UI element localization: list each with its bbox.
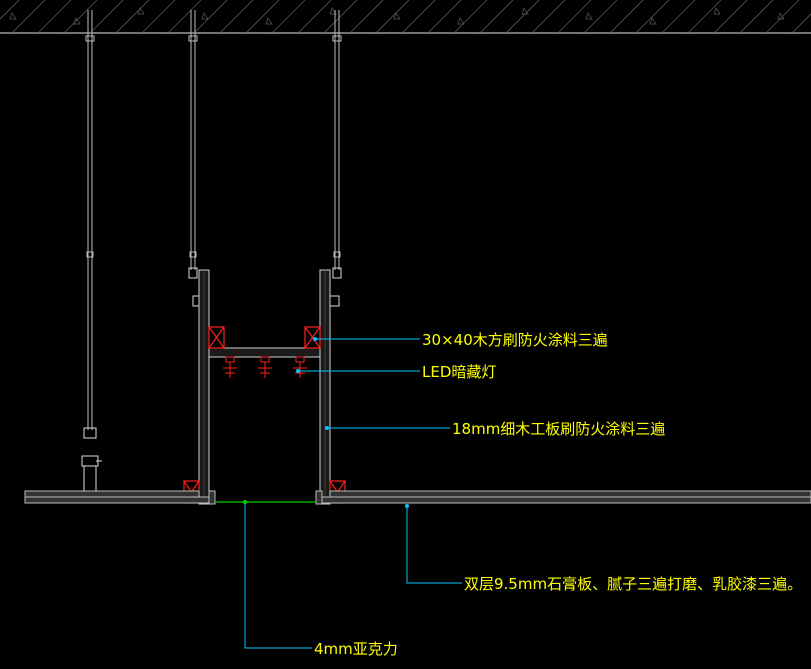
slab-hatch-line (245, 0, 280, 34)
slab-aggregate-mark (329, 7, 337, 15)
slab-hatch-line (635, 0, 670, 34)
slab-hatch-line (583, 0, 618, 34)
slab-hatch-line (557, 0, 592, 34)
slab-hatch-line (63, 0, 98, 34)
leader-lines (244, 338, 462, 649)
led-light-fixtures (223, 356, 307, 378)
slab-hatch-line (89, 0, 124, 34)
led-light-1 (223, 356, 237, 378)
slab-hatch-line (11, 0, 46, 34)
slab-hatch-line (661, 0, 696, 34)
slab-hatch-line (0, 0, 20, 20)
gypsum-board-ceiling (24, 490, 811, 505)
label-acrylic: 4mm亚克力 (314, 640, 398, 658)
plywood-pocket (198, 269, 331, 505)
slab-hatch-line (687, 0, 722, 34)
slab-hatch-line (219, 0, 254, 34)
slab-hatch-line (505, 0, 540, 34)
slab-hatch-line (531, 0, 566, 34)
label-gypsum-board: 双层9.5mm石膏板、腻子三遍打磨、乳胶漆三遍。 (464, 575, 802, 593)
slab-aggregate-mark (201, 12, 209, 20)
slab-hatch-line (349, 0, 384, 34)
slab-hatch-line (739, 0, 774, 34)
slab-aggregate-mark (585, 12, 593, 20)
led-light-2 (258, 356, 272, 378)
slab-hatch-line (427, 0, 462, 34)
slab-aggregate-mark (393, 12, 401, 20)
slab-hatch-line (37, 0, 72, 34)
slab-hatch-line (193, 0, 228, 34)
slab-hatch-line (323, 0, 358, 34)
slab-aggregate-mark (73, 17, 81, 25)
led-light-3 (293, 356, 307, 378)
slab-aggregate-mark (649, 17, 657, 25)
slab-hatch-line (453, 0, 488, 34)
slab-hatch-line (375, 0, 410, 34)
slab-aggregate-mark (137, 7, 145, 15)
slab-hatch-line (297, 0, 332, 34)
slab-hatch-line (167, 0, 202, 34)
slab-aggregate-mark (265, 17, 273, 25)
slab-hatch-line (141, 0, 176, 34)
slab-hatch-line (791, 13, 811, 34)
slab-aggregate-mark (713, 7, 721, 15)
hanger-clips-pocket (188, 267, 342, 307)
slab-hatch-line (271, 0, 306, 34)
slab-aggregate-mark (457, 17, 465, 25)
leader-dots (243, 337, 409, 508)
slab-aggregate-mark (521, 7, 529, 15)
hanger-clip-left (81, 427, 102, 492)
slab-aggregate-mark (777, 12, 785, 20)
label-plywood: 18mm细木工板刷防火涂料三遍 (452, 420, 665, 438)
slab-aggregate-mark (9, 12, 17, 20)
label-wood-battens: 30×40木方刷防火涂料三遍 (422, 331, 608, 349)
slab-hatch-line (609, 0, 644, 34)
suspension-rods (85, 10, 342, 430)
slab-hatch-line (479, 0, 514, 34)
slab-hatch-line (115, 0, 150, 34)
slab-hatch-line (713, 0, 748, 34)
label-led-light: LED暗藏灯 (422, 363, 496, 381)
slab-hatch-line (401, 0, 436, 34)
concrete-slab (0, 0, 811, 34)
